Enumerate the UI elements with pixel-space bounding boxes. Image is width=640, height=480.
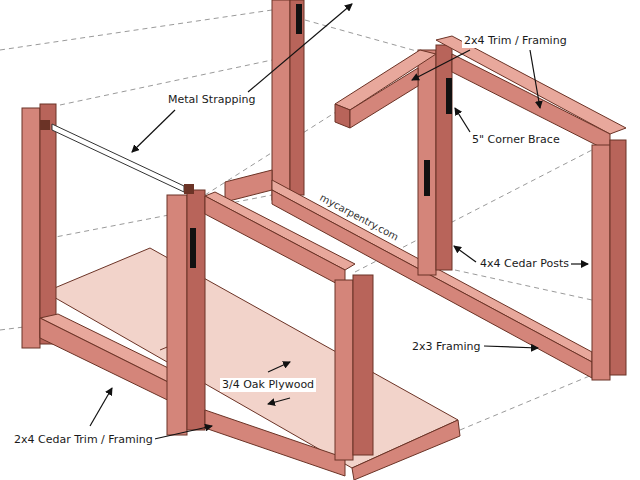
- part-label: 4x4 Cedar Posts: [478, 257, 571, 271]
- part-label: 5" Corner Brace: [470, 133, 562, 147]
- part-label: 2x4 Cedar Trim / Framing: [12, 433, 155, 447]
- part-label: 2x3 Framing: [410, 340, 483, 354]
- part-label: 2x4 Trim / Framing: [462, 34, 569, 48]
- part-label: Metal Strapping: [166, 93, 257, 107]
- part-label: 3/4 Oak Plywood: [220, 378, 316, 392]
